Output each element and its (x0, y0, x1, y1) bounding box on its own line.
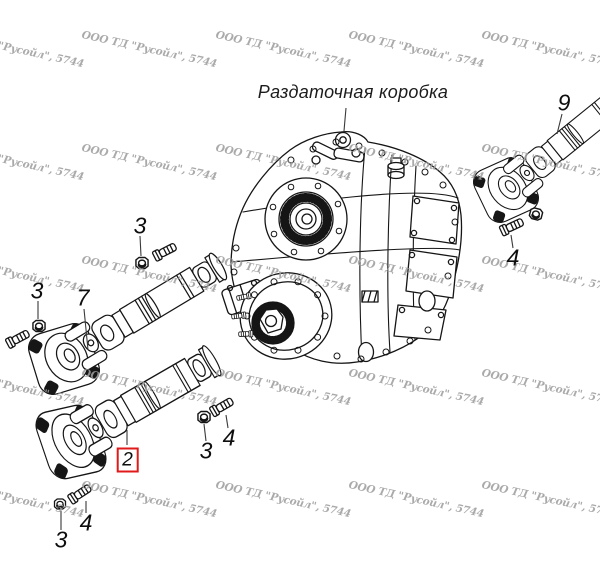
nut-icon (53, 498, 67, 510)
nut-icon (134, 256, 150, 270)
callout-3-middle[interactable]: 3 (199, 437, 213, 464)
driveshaft-9-drawing (458, 62, 600, 238)
driveshaft-7-drawing (11, 231, 242, 412)
callout-3-upper[interactable]: 3 (133, 212, 147, 239)
bolt-icon (208, 395, 236, 418)
figure-title: Раздаточная коробка (257, 82, 449, 102)
leader-lines (37, 107, 563, 530)
callout-4-bottom[interactable]: 4 (79, 509, 93, 536)
bolt-icon (151, 240, 179, 263)
callout-2-selected[interactable]: 2 (116, 447, 139, 473)
transfer-case-drawing (221, 130, 463, 364)
bolt-icon (66, 482, 94, 506)
callout-4-middle[interactable]: 4 (222, 424, 236, 451)
callout-7[interactable]: 7 (76, 284, 90, 311)
callout-3-bottom[interactable]: 3 (54, 526, 68, 553)
nut-icon (527, 206, 545, 222)
nut-icon (196, 410, 212, 424)
callout-9[interactable]: 9 (557, 89, 571, 116)
callout-3-left[interactable]: 3 (30, 277, 44, 304)
callout-4-right[interactable]: 4 (506, 244, 520, 271)
bolt-icon (4, 327, 32, 350)
nut-icon (31, 319, 47, 333)
